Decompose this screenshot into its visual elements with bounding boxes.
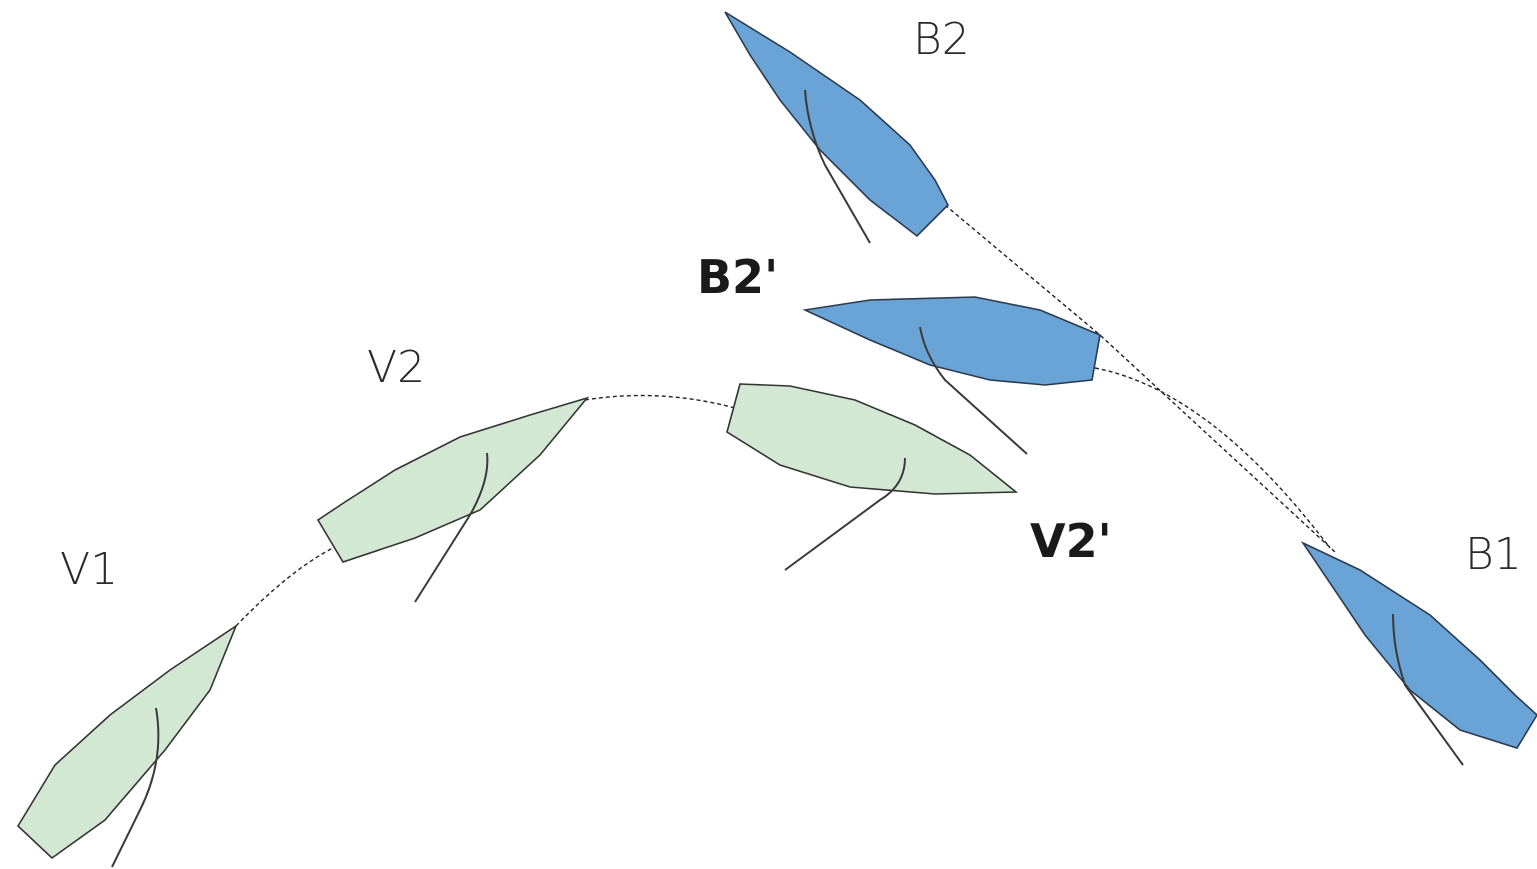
- hull-b1: [1300, 541, 1537, 749]
- sail-v1: [111, 707, 160, 868]
- label-v2: V2: [367, 342, 426, 393]
- boat-b1: [1300, 541, 1537, 766]
- label-b2-prime: B2': [697, 250, 779, 304]
- sail-b2-prime: [919, 326, 1028, 455]
- green-track-2: [584, 394, 736, 409]
- label-b1: B1: [1465, 529, 1522, 580]
- blue-track-2: [1094, 367, 1331, 549]
- hull-v2-prime: [726, 383, 1019, 495]
- sail-b1: [1392, 613, 1464, 766]
- blue-track-1: [944, 204, 1336, 553]
- label-v2-prime: V2': [1030, 514, 1112, 568]
- label-v1: V1: [60, 544, 119, 595]
- label-b2: B2: [913, 14, 970, 65]
- sail-b2: [804, 89, 871, 244]
- green-track-1: [235, 547, 334, 627]
- sail-v2: [414, 452, 489, 603]
- sail-v2-prime: [784, 457, 906, 571]
- boat-b2-prime: [802, 296, 1101, 455]
- boat-v2-prime: [726, 383, 1019, 571]
- hull-b2-prime: [802, 296, 1101, 386]
- hull-v2: [316, 396, 590, 563]
- boat-b2: [724, 11, 949, 244]
- boat-v2: [316, 396, 590, 603]
- boat-v1: [16, 623, 238, 868]
- hull-b2: [724, 11, 949, 238]
- hull-v1: [16, 623, 238, 860]
